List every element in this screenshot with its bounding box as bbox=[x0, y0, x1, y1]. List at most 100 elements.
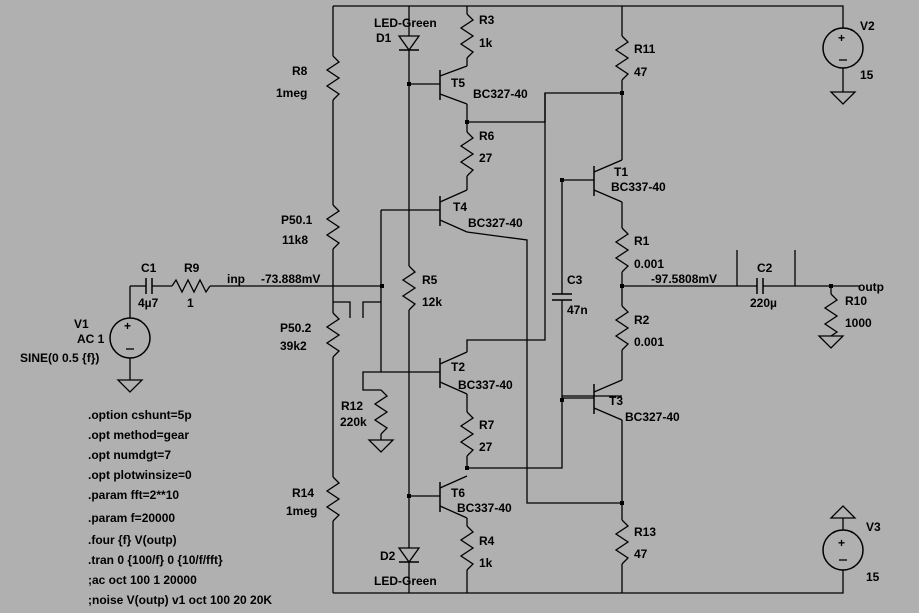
r8-name-label: R8 bbox=[292, 64, 308, 78]
out-voltage-label: -97.5808mV bbox=[651, 272, 717, 286]
v1-value-label: AC 1 bbox=[77, 332, 105, 346]
r13-resistor bbox=[614, 519, 630, 593]
r2-value-label: 0.001 bbox=[634, 335, 664, 349]
r2-name-label: R2 bbox=[634, 313, 650, 327]
v3-source: + bbox=[822, 505, 864, 571]
r14-resistor bbox=[325, 476, 341, 593]
r13-name-label: R13 bbox=[634, 525, 656, 539]
d2-value-label: LED-Green bbox=[374, 574, 437, 588]
r5-name-label: R5 bbox=[422, 273, 438, 287]
d2-diode bbox=[397, 547, 421, 593]
r4-value-label: 1k bbox=[479, 556, 493, 570]
directive-line: .opt plotwinsize=0 bbox=[88, 468, 192, 482]
r8-resistor bbox=[325, 6, 341, 205]
v3-name-label: V3 bbox=[866, 520, 881, 534]
r11-name-label: R11 bbox=[634, 42, 656, 56]
r9-value-label: 1 bbox=[187, 296, 194, 310]
r7-value-label: 27 bbox=[479, 440, 493, 454]
r5-value-label: 12k bbox=[422, 295, 442, 309]
r8-value-label: 1meg bbox=[276, 86, 307, 100]
t4-transistor bbox=[439, 189, 622, 504]
directive-line: .opt method=gear bbox=[88, 428, 189, 442]
d2-name-label: D2 bbox=[380, 549, 396, 563]
r14-name-label: R14 bbox=[292, 486, 314, 500]
r11-resistor bbox=[614, 6, 630, 160]
d1-value-label: LED-Green bbox=[374, 16, 437, 30]
t4-name-label: T4 bbox=[453, 200, 467, 214]
t6-value-label: BC337-40 bbox=[457, 501, 512, 515]
directive-line: ;noise V(outp) v1 oct 100 20 20K bbox=[88, 593, 272, 607]
t5-name-label: T5 bbox=[451, 76, 465, 90]
spice-directives: .option cshunt=5p .opt method=gear .opt … bbox=[88, 408, 272, 607]
p50-tap-wire bbox=[333, 301, 351, 318]
v1-name-label: V1 bbox=[74, 317, 89, 331]
r3-value-label: 1k bbox=[479, 36, 493, 50]
c1-name-label: C1 bbox=[141, 261, 157, 275]
inp-node bbox=[380, 284, 384, 288]
r4-name-label: R4 bbox=[479, 534, 495, 548]
r12-resistor bbox=[362, 371, 395, 453]
r6-value-label: 27 bbox=[479, 151, 493, 165]
r7-name-label: R7 bbox=[479, 418, 495, 432]
t5-transistor bbox=[409, 65, 468, 122]
r6-resistor bbox=[459, 122, 475, 190]
directive-line: .param fft=2**10 bbox=[88, 488, 179, 502]
t5-value-label: BC327-40 bbox=[473, 87, 528, 101]
v2-name-label: V2 bbox=[860, 19, 875, 33]
r4-resistor bbox=[459, 518, 475, 593]
v3-value-label: 15 bbox=[866, 570, 880, 584]
r12-name-label: R12 bbox=[341, 399, 363, 413]
r11-value-label: 47 bbox=[634, 65, 648, 79]
svg-text:+: + bbox=[124, 319, 131, 333]
t4-value-label: BC327-40 bbox=[468, 216, 523, 230]
r10-value-label: 1000 bbox=[845, 316, 872, 330]
t2-name-label: T2 bbox=[451, 360, 465, 374]
t3-drive-wire bbox=[467, 395, 622, 469]
c3-value-label: 47n bbox=[567, 303, 588, 317]
r12-value-label: 220k bbox=[340, 415, 367, 429]
directive-line: .option cshunt=5p bbox=[88, 408, 192, 422]
c1-value-label: 4µ7 bbox=[138, 296, 159, 310]
r6-name-label: R6 bbox=[479, 129, 495, 143]
directive-line: .param f=20000 bbox=[88, 511, 175, 525]
outp-net-label: outp bbox=[858, 280, 884, 294]
v1-value2-label: SINE(0 0.5 {f}) bbox=[20, 351, 99, 365]
c1-capacitor bbox=[130, 278, 172, 294]
t3-value-label: BC327-40 bbox=[625, 410, 680, 424]
v1-source: + bbox=[109, 286, 151, 393]
r1-name-label: R1 bbox=[634, 234, 650, 248]
t3-name-label: T3 bbox=[609, 394, 623, 408]
r9-name-label: R9 bbox=[184, 261, 200, 275]
directive-line: ;ac oct 100 1 20000 bbox=[88, 573, 197, 587]
p50-tap-wire-2 bbox=[362, 301, 381, 318]
d1-diode bbox=[397, 6, 421, 266]
directive-line: .opt numdgt=7 bbox=[88, 448, 171, 462]
t1-name-label: T1 bbox=[614, 165, 628, 179]
r7-resistor bbox=[459, 394, 475, 470]
p502-name-label: P50.2 bbox=[280, 321, 312, 335]
p502-resistor bbox=[325, 312, 341, 477]
svg-text:+: + bbox=[838, 536, 845, 550]
p501-resistor bbox=[325, 204, 341, 313]
t3-base-node bbox=[560, 398, 564, 402]
v2-source: + bbox=[822, 27, 864, 105]
r1-resistor bbox=[614, 202, 630, 306]
t2-value-label: BC337-40 bbox=[458, 378, 513, 392]
svg-text:+: + bbox=[838, 31, 845, 45]
inp-voltage-label: -73.888mV bbox=[261, 272, 320, 286]
c3-name-label: C3 bbox=[567, 273, 583, 287]
top-rail-wire bbox=[333, 5, 844, 28]
t1-transistor bbox=[562, 159, 623, 203]
t6-name-label: T6 bbox=[451, 486, 465, 500]
v2-value-label: 15 bbox=[860, 68, 874, 82]
bottom-rail-wire bbox=[333, 570, 844, 594]
t1-value-label: BC337-40 bbox=[611, 180, 666, 194]
p501-value-label: 11k8 bbox=[282, 233, 308, 247]
directive-line: .tran 0 {100/f} 0 {10/f/fft} bbox=[88, 553, 223, 567]
inp-net-label: inp bbox=[227, 272, 245, 286]
t2-transistor bbox=[439, 93, 546, 395]
r14-value-label: 1meg bbox=[286, 504, 317, 518]
c2-value-label: 220µ bbox=[750, 296, 777, 310]
